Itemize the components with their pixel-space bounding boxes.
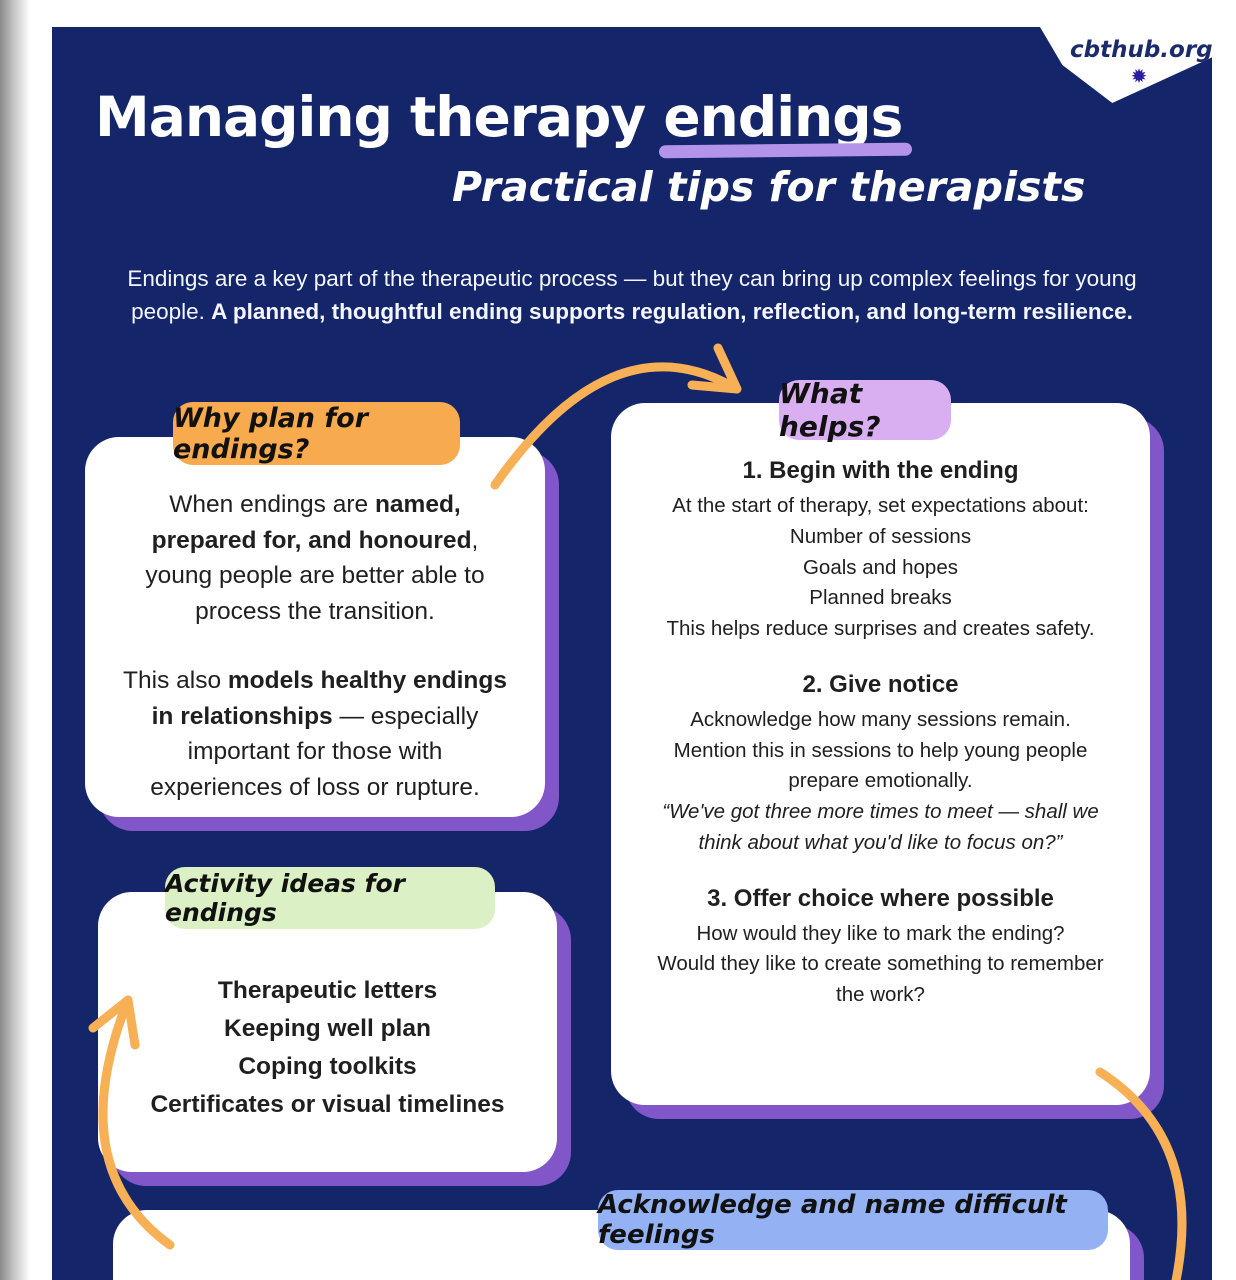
page-title-plain: Managing therapy [95, 85, 664, 149]
page-edge-shadow [0, 0, 30, 1280]
page-title: Managing therapy endings [95, 85, 903, 149]
curved-arrow-top-head-icon [687, 343, 742, 394]
why-plan-paragraph-1: When endings are named, prepared for, an… [145, 491, 485, 625]
pill-acknowledge-feelings: Acknowledge and name difficult feelings [598, 1190, 1108, 1250]
page-subtitle: Practical tips for therapists [452, 163, 1086, 211]
sparkle-star-icon: ✹ [1130, 66, 1148, 88]
pill-activity-ideas: Activity ideas for endings [165, 867, 495, 929]
section-heading: 2. Give notice [802, 670, 959, 698]
section-offer-choice: 3. Offer choice where possible How would… [645, 885, 1116, 1011]
intro-text: Endings are a key part of the therapeuti… [127, 266, 1137, 324]
site-url-text: cbthub.org [1070, 37, 1212, 63]
pill-why-plan-for-endings: Why plan for endings? [173, 402, 460, 465]
section-lines: At the start of therapy, set expectation… [666, 494, 1095, 640]
pill-what-helps: What helps? [779, 377, 951, 443]
infographic-poster: cbthub.org ✹ Managing therapy endings Pr… [52, 27, 1212, 1280]
section-begin-with-ending: 1. Begin with the ending At the start of… [645, 457, 1116, 645]
title-underline-word: endings [663, 85, 903, 149]
site-badge: cbthub.org ✹ [1040, 27, 1212, 103]
card-why-plan: When endings are named, prepared for, an… [85, 437, 545, 817]
section-lines: Acknowledge how many sessions remain.Men… [662, 707, 1099, 854]
card-what-helps: 1. Begin with the ending At the start of… [611, 403, 1150, 1105]
why-plan-paragraph-2: This also models healthy endings in rela… [123, 667, 507, 801]
section-heading: 3. Offer choice where possible [707, 884, 1054, 912]
section-lines: How would they like to mark the ending?W… [657, 921, 1104, 1007]
section-give-notice: 2. Give notice Acknowledge how many sess… [645, 671, 1116, 859]
section-heading: 1. Begin with the ending [742, 457, 1019, 484]
